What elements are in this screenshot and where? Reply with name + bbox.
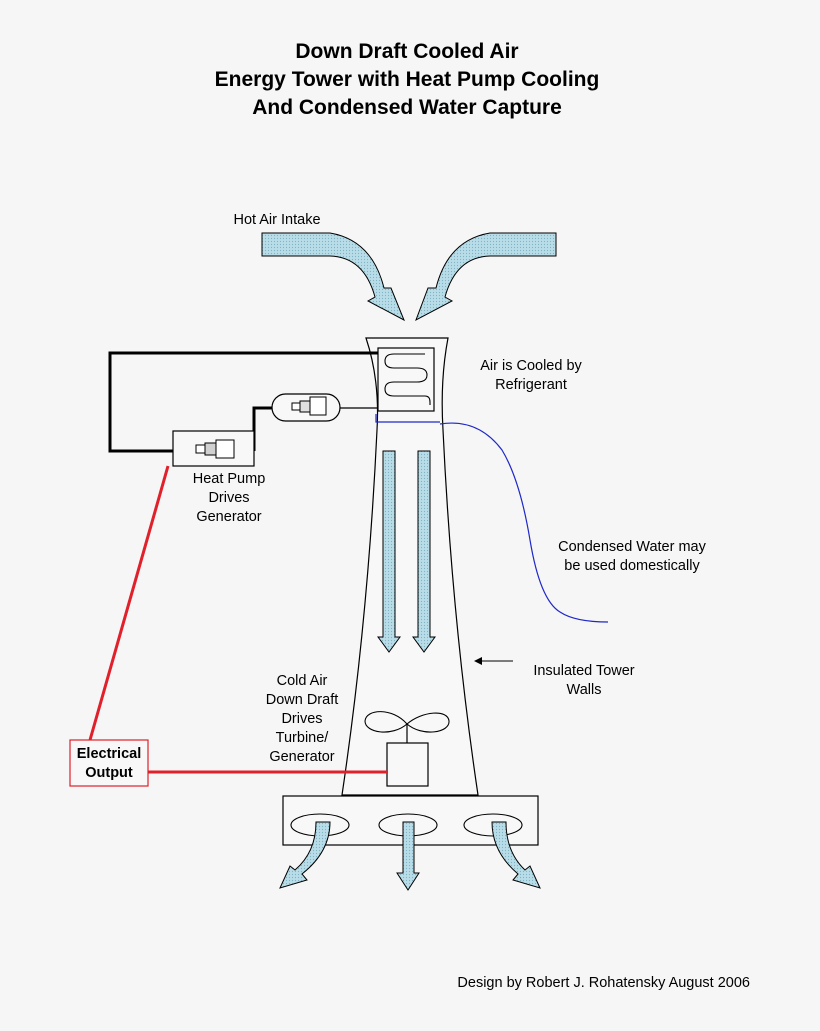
cold-air-label-line-5: Generator: [269, 749, 334, 765]
insulated-tower-walls: [341, 337, 479, 796]
cold-air-label-line-1: Cold Air: [277, 673, 328, 689]
down-draft-arrow-right: [412, 450, 436, 653]
exhaust-arrow-right: [491, 821, 541, 889]
exhaust-arrow-center: [396, 821, 420, 891]
expansion-valve-body: [309, 396, 327, 416]
expansion-valve-nozzle: [291, 402, 301, 411]
insulated-walls-label-line-1: Insulated Tower: [533, 663, 634, 679]
hot-air-intake-arrow-right: [415, 232, 557, 322]
power-line-heat-pump: [88, 465, 170, 741]
hot-air-intake-label: Hot Air Intake: [233, 212, 320, 228]
turbine-generator: [386, 742, 429, 787]
cold-air-label-line-3: Drives: [281, 711, 322, 727]
design-credit: Design by Robert J. Rohatensky August 20…: [457, 975, 750, 991]
exhaust-arrow-left: [279, 821, 331, 889]
electrical-output-label-line-2: Output: [85, 765, 133, 781]
heat-pump-label-line-1: Heat Pump: [193, 471, 266, 487]
title-line-2: Energy Tower with Heat Pump Cooling: [215, 68, 600, 91]
electrical-output-box: [69, 739, 149, 787]
cold-air-label-line-4: Turbine/: [276, 730, 330, 746]
heat-pump-label-line-2: Drives: [208, 490, 249, 506]
refrigerant-supply-line: [108, 351, 378, 453]
insulated-walls-pointer-head: [474, 657, 482, 665]
heat-pump-coupler: [204, 442, 217, 456]
heat-pump-shaft: [195, 444, 206, 454]
title-line-1: Down Draft Cooled Air: [295, 40, 518, 63]
condensed-water-line: [439, 422, 609, 623]
insulated-walls-label-line-2: Walls: [567, 682, 602, 698]
down-draft-arrow-left: [377, 450, 401, 653]
condensed-water-label-line-2: be used domestically: [564, 558, 700, 574]
electrical-output-label-line-1: Electrical: [77, 746, 142, 762]
title-line-3: And Condensed Water Capture: [252, 96, 562, 119]
hot-air-intake-arrow-left: [261, 232, 405, 322]
cold-air-label-line-2: Down Draft: [266, 692, 339, 708]
expansion-valve-coupler: [299, 400, 311, 413]
condensate-tray: [375, 414, 440, 423]
refrigerant-return-line: [252, 406, 272, 451]
condensed-water-label-line-1: Condensed Water may: [558, 539, 707, 555]
air-cooled-label-line-2: Refrigerant: [495, 377, 567, 393]
refrigerant-coil: [384, 353, 431, 405]
heat-pump-label-line-3: Generator: [196, 509, 261, 525]
air-cooled-label-line-1: Air is Cooled by: [480, 358, 582, 374]
heat-pump-motor: [215, 439, 235, 459]
